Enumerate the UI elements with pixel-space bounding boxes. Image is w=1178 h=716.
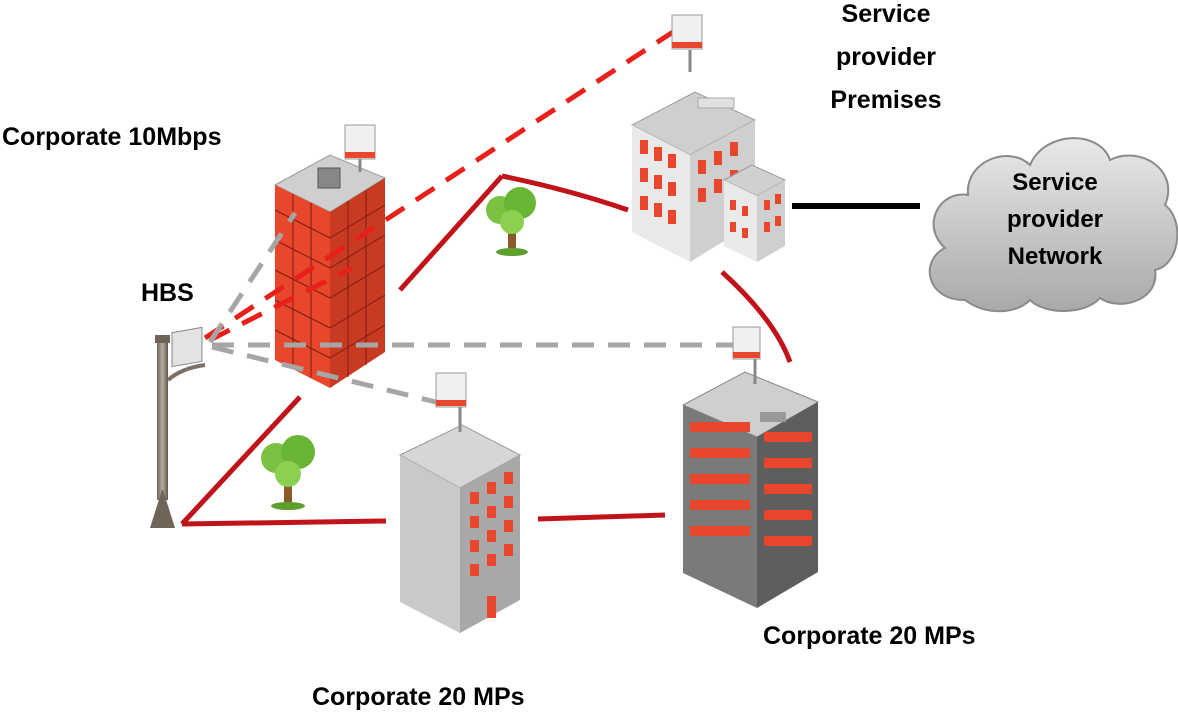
service-provider-premises-label: Service provider Premises <box>806 0 966 122</box>
corporate-20-bottom-label: Corporate 20 MPs <box>312 683 525 711</box>
corporate-10mbps-label: Corporate 10Mbps <box>2 123 222 151</box>
antenna-panel-icon <box>671 14 703 72</box>
service-provider-network-label: Service provider Network <box>975 164 1135 275</box>
corporate-20-right-label: Corporate 20 MPs <box>763 622 976 650</box>
hbs-to-corporate10-link <box>208 265 354 343</box>
antenna-panel-icon <box>435 372 467 432</box>
ring-link-f <box>537 512 666 522</box>
cloud-icon <box>928 137 1178 313</box>
lamp-post-hbs-icon <box>150 335 206 528</box>
hbs-to-bottom-building-link <box>211 344 441 406</box>
ring-link-a <box>398 174 504 292</box>
corporate-10mbps-building <box>273 154 387 388</box>
sp-premises-line2: provider <box>835 43 937 71</box>
antenna-panel-icon <box>344 124 376 172</box>
ring-links <box>180 173 793 527</box>
sp-premises-line3: Premises <box>830 86 942 114</box>
cloud-line3: Network <box>1007 243 1103 270</box>
corporate-20-right-building <box>681 371 820 608</box>
gray-dashed-links <box>207 211 735 406</box>
corporate-20-bottom-building <box>398 424 522 633</box>
sp-premises-line1: Service <box>841 0 931 28</box>
cloud-line2: provider <box>1006 206 1104 233</box>
tree-icon <box>486 187 536 256</box>
ring-link-e <box>181 518 387 527</box>
service-provider-building <box>630 91 787 262</box>
antenna-panel-icon <box>732 326 761 384</box>
hbs-label: HBS <box>141 279 194 307</box>
ring-link-d <box>180 395 302 526</box>
hbs-to-corporate10-gray <box>207 211 298 344</box>
red-dashed-links <box>203 27 678 343</box>
ring-link-b <box>501 173 629 213</box>
ring-link-c <box>720 270 793 363</box>
cloud-line1: Service <box>1012 169 1098 196</box>
hbs-to-service-provider-link <box>203 27 678 341</box>
antenna-panel-icon <box>171 326 203 368</box>
tree-icon <box>261 435 315 510</box>
